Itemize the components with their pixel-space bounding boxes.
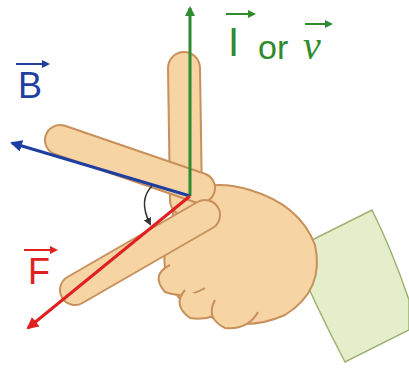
velocity-symbol: v (303, 26, 321, 66)
force-symbol: F (28, 254, 50, 290)
field-symbol: B (18, 68, 42, 104)
connector-word: or (258, 30, 288, 64)
current-symbol: I (228, 22, 239, 62)
